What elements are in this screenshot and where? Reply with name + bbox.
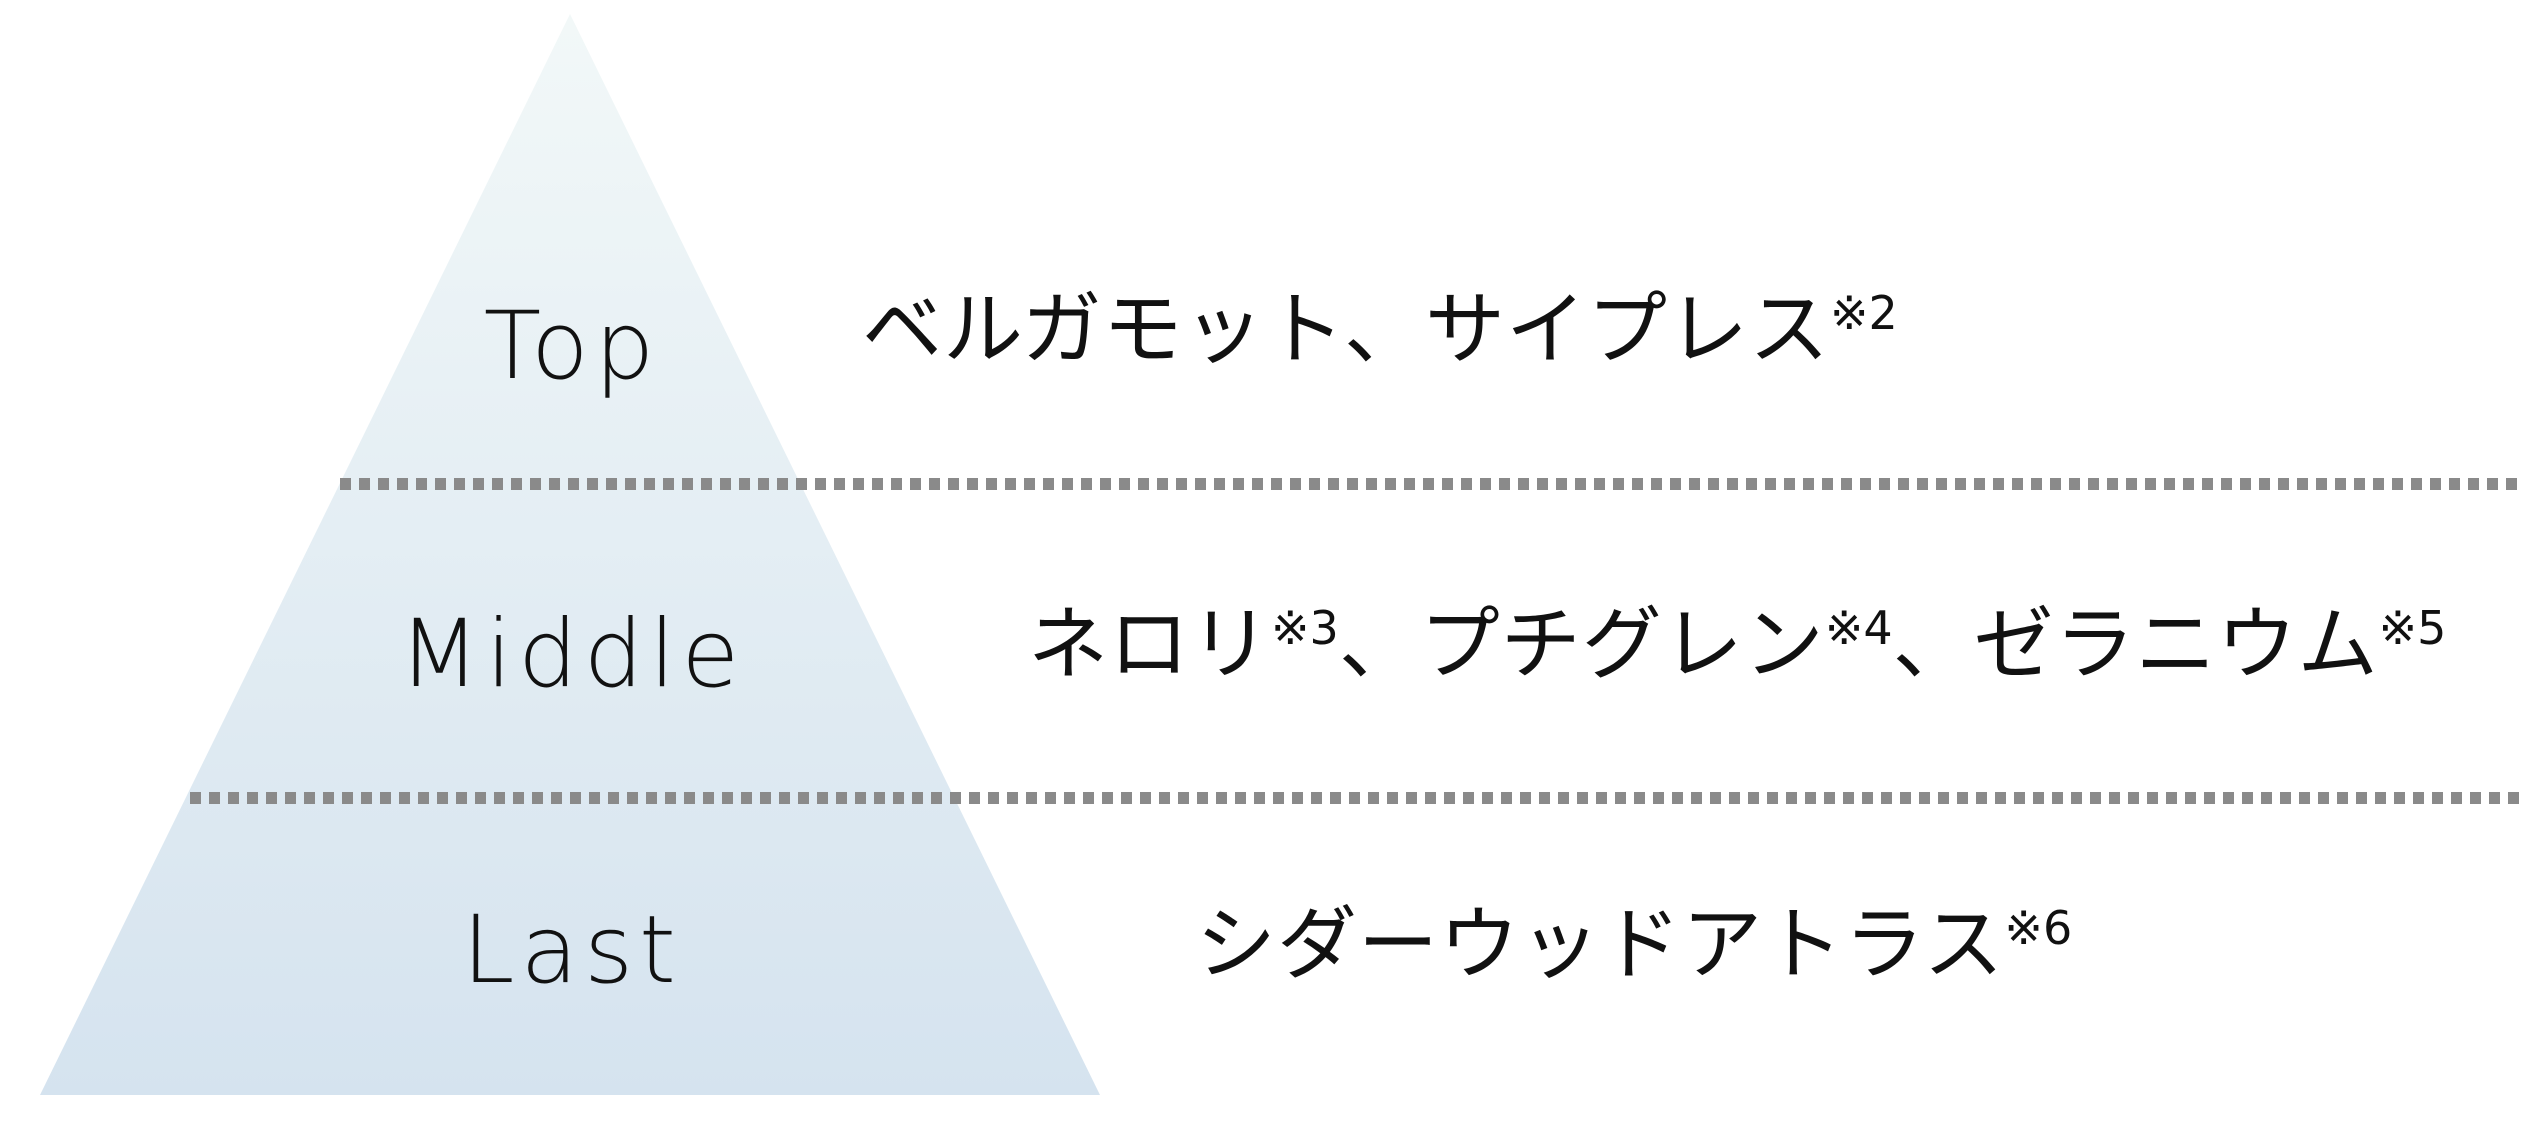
divider-top-middle <box>340 478 2521 490</box>
tier-label-top: Top <box>483 292 661 401</box>
tier-label-middle: Middle <box>398 600 746 709</box>
note-ref: ※5 <box>2378 601 2447 655</box>
note-ref: ※6 <box>2004 901 2073 955</box>
note-text: ネロリ <box>1028 598 1271 691</box>
tier-notes-top: ベルガモット、サイプレス※2 <box>862 290 1898 370</box>
note-ref: ※3 <box>1271 601 1339 655</box>
divider-middle-last <box>190 792 2521 804</box>
note-text: 、ゼラニウム <box>1892 598 2379 691</box>
note-text: 、プチグレン <box>1338 598 1825 691</box>
note-text: シダーウッドアトラス <box>1196 898 2005 991</box>
tier-label-last: Last <box>462 896 682 1005</box>
tier-notes-last: シダーウッドアトラス※6 <box>1196 905 2072 985</box>
tier-notes-middle: ネロリ※3、プチグレン※4、ゼラニウム※5 <box>1028 605 2446 685</box>
note-text: ベルガモット、サイプレス <box>862 283 1830 376</box>
pyramid-shape <box>40 14 1100 1095</box>
note-ref: ※4 <box>1824 601 1893 655</box>
note-ref: ※2 <box>1830 286 1898 340</box>
